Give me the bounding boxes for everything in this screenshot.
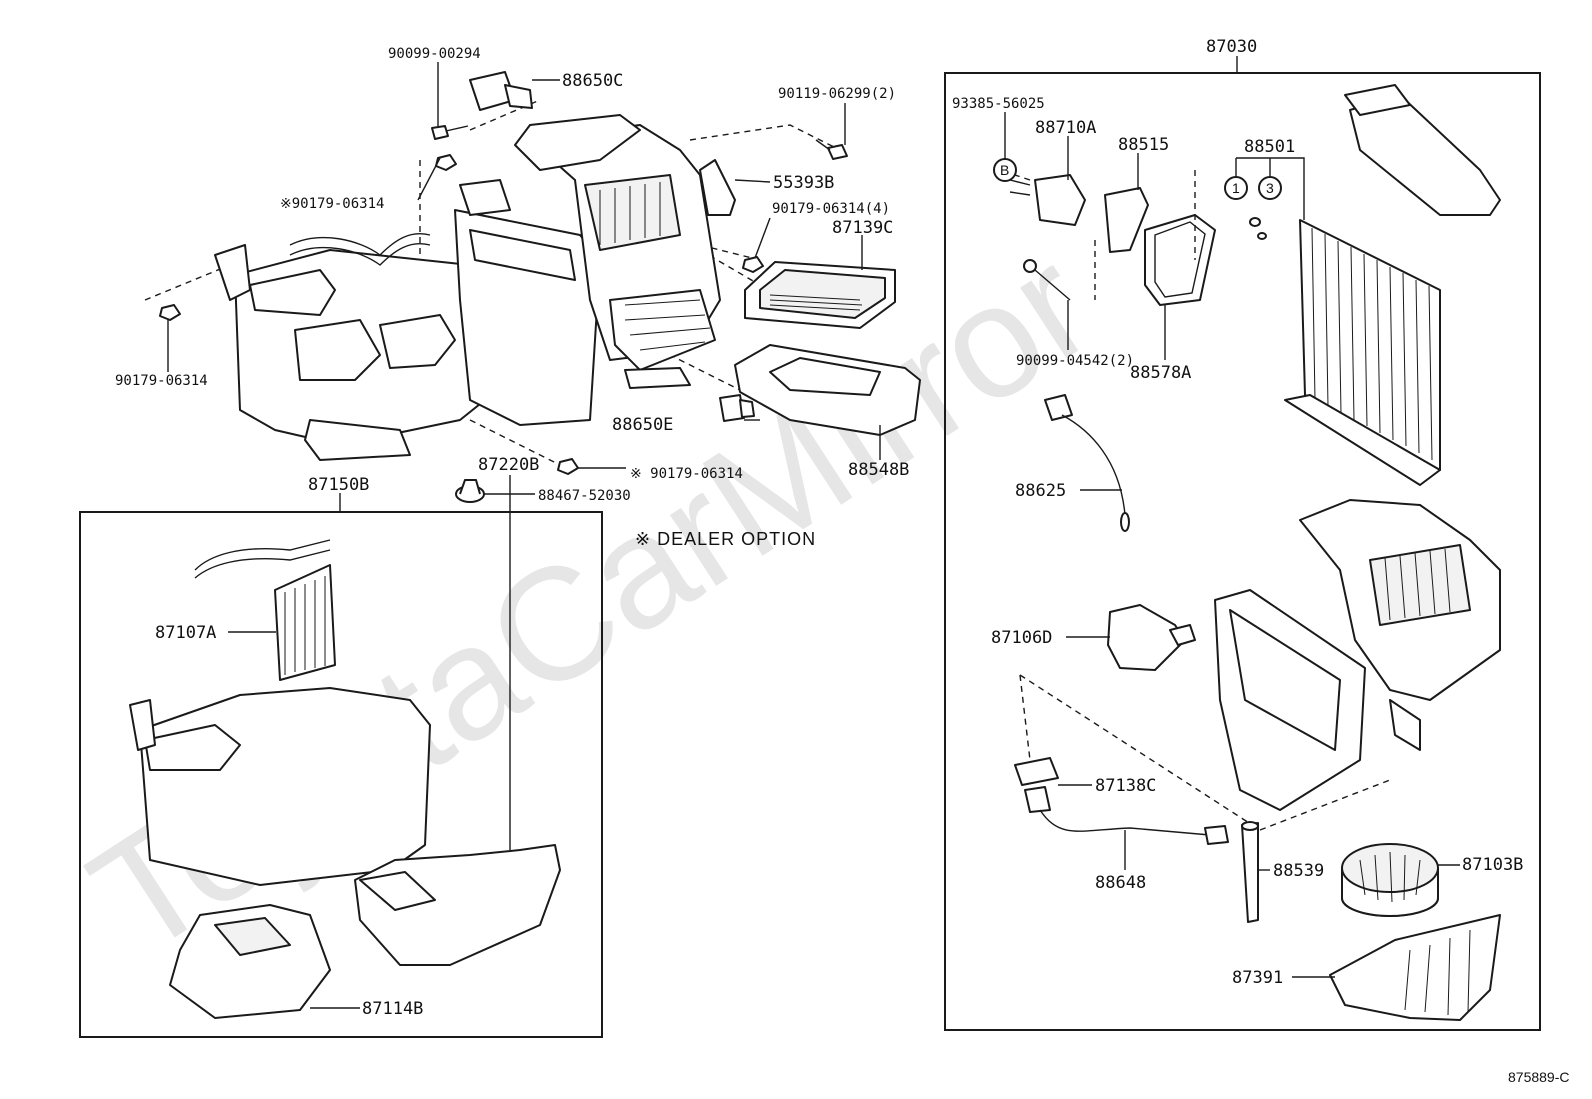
label-88548B: 88548B — [848, 460, 909, 480]
label-87106D: 87106D — [991, 628, 1052, 648]
marker-1-text: 1 — [1232, 180, 1240, 196]
label-88515: 88515 — [1118, 135, 1169, 155]
label-88650C: 88650C — [562, 71, 623, 91]
label-87391: 87391 — [1232, 968, 1283, 988]
left-assembly-labels: 90099-00294 88650C 90119-06299(2) 55393B… — [115, 46, 909, 549]
marker-3-text: 3 — [1266, 180, 1274, 196]
leader-lines-left — [167, 62, 881, 495]
label-90119-06299: 90119-06299(2) — [778, 86, 896, 102]
marker-b-text: B — [1000, 162, 1009, 178]
box-87030-frame — [944, 72, 1541, 1031]
label-90179-06314-star-bottom: ※ 90179-06314 — [630, 466, 743, 482]
label-87220B: 87220B — [478, 455, 539, 475]
dealer-option-note: ※ DEALER OPTION — [635, 529, 816, 549]
label-87114B: 87114B — [362, 999, 423, 1019]
label-87107A: 87107A — [155, 623, 216, 643]
label-93385-56025: 93385-56025 — [952, 96, 1045, 112]
label-88578A: 88578A — [1130, 363, 1191, 383]
diagram-reference-code: 875889-C — [1508, 1069, 1570, 1085]
label-90099-04542: 90099-04542(2) — [1016, 353, 1134, 369]
box-87150B-frame — [79, 511, 603, 1038]
label-55393B: 55393B — [773, 173, 834, 193]
box-87030: 87030 — [944, 37, 1541, 1031]
label-90099-00294: 90099-00294 — [388, 46, 481, 62]
small-hardware-drawing — [159, 71, 921, 503]
heater-unit-assembly-drawing — [144, 99, 841, 466]
box-87150B-title: 87150B — [308, 475, 369, 495]
box-87150B: 87150B 87107A 87220B 87114B — [79, 455, 603, 1038]
label-88625: 88625 — [1015, 481, 1066, 501]
box-87030-title: 87030 — [1206, 37, 1257, 57]
label-88501: 88501 — [1244, 137, 1295, 157]
label-87138C: 87138C — [1095, 776, 1156, 796]
label-88539: 88539 — [1273, 861, 1324, 881]
label-87103B: 87103B — [1462, 855, 1523, 875]
label-88710A: 88710A — [1035, 118, 1096, 138]
label-88467-52030: 88467-52030 — [538, 488, 631, 504]
label-87139C: 87139C — [832, 218, 893, 238]
label-88650E: 88650E — [612, 415, 673, 435]
label-90179-06314-qty4: 90179-06314(4) — [772, 201, 890, 217]
label-90179-06314-star-top: ※90179-06314 — [280, 196, 384, 212]
label-90179-06314-left: 90179-06314 — [115, 373, 208, 389]
label-88648: 88648 — [1095, 873, 1146, 893]
